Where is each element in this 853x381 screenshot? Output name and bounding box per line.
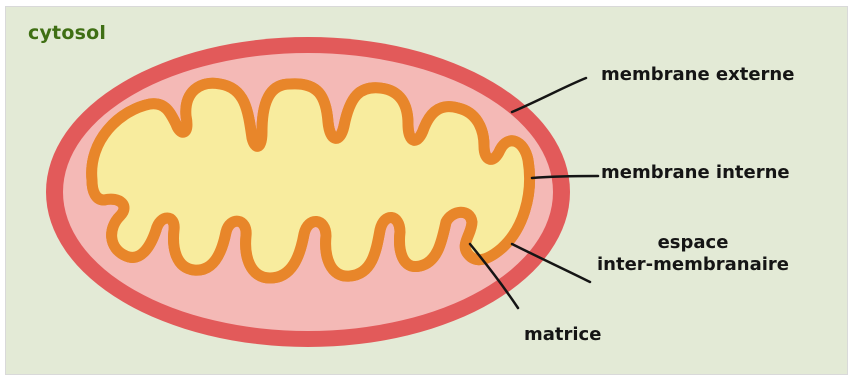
intermembrane-space-label: espace inter-membranaire: [597, 232, 789, 275]
inner-membrane-label: membrane interne: [601, 162, 790, 184]
pointer-line-outer-membrane: [512, 78, 586, 112]
intermembrane-space-label-line1: espace: [597, 232, 789, 254]
matrix-label: matrice: [524, 324, 601, 346]
intermembrane-space-label-line2: inter-membranaire: [597, 254, 789, 276]
outer-membrane-label: membrane externe: [601, 64, 794, 86]
cytosol-label: cytosol: [28, 22, 106, 45]
